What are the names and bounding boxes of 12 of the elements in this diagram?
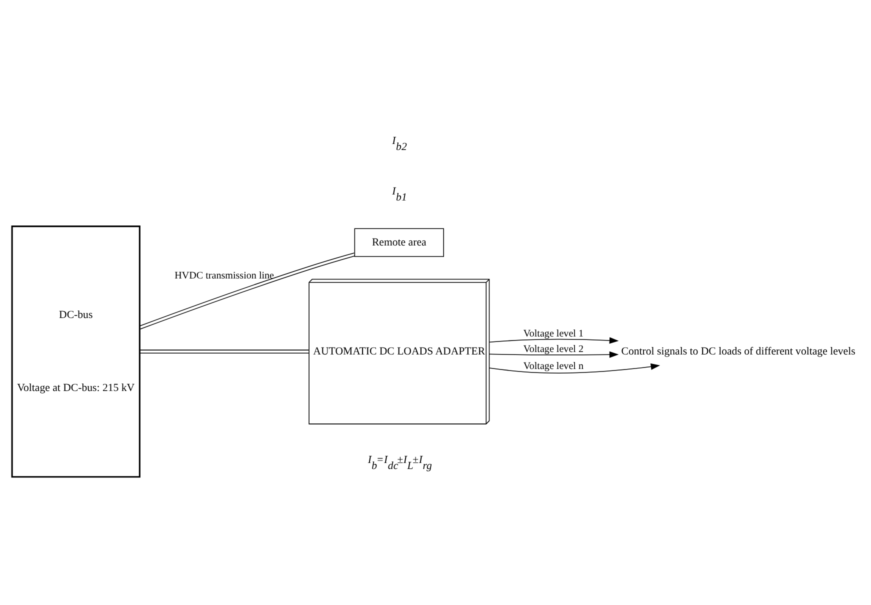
connector xyxy=(138,252,356,330)
arrow xyxy=(488,351,619,358)
node-text: Control signals to DC loads of different voltage levels xyxy=(621,345,856,358)
arrow xyxy=(489,363,660,374)
edge-label: Voltage level 2 xyxy=(523,344,584,355)
edge-label: Voltage level n xyxy=(523,360,584,372)
node-box: Remote area xyxy=(354,228,444,257)
arrow xyxy=(489,337,619,344)
edge-label: HVDC transmission line xyxy=(174,270,274,282)
node-box: DC-bus Voltage at DC-bus: 215 kV xyxy=(11,226,140,478)
connector xyxy=(139,350,310,354)
edge-label: Voltage level 1 xyxy=(523,328,584,340)
